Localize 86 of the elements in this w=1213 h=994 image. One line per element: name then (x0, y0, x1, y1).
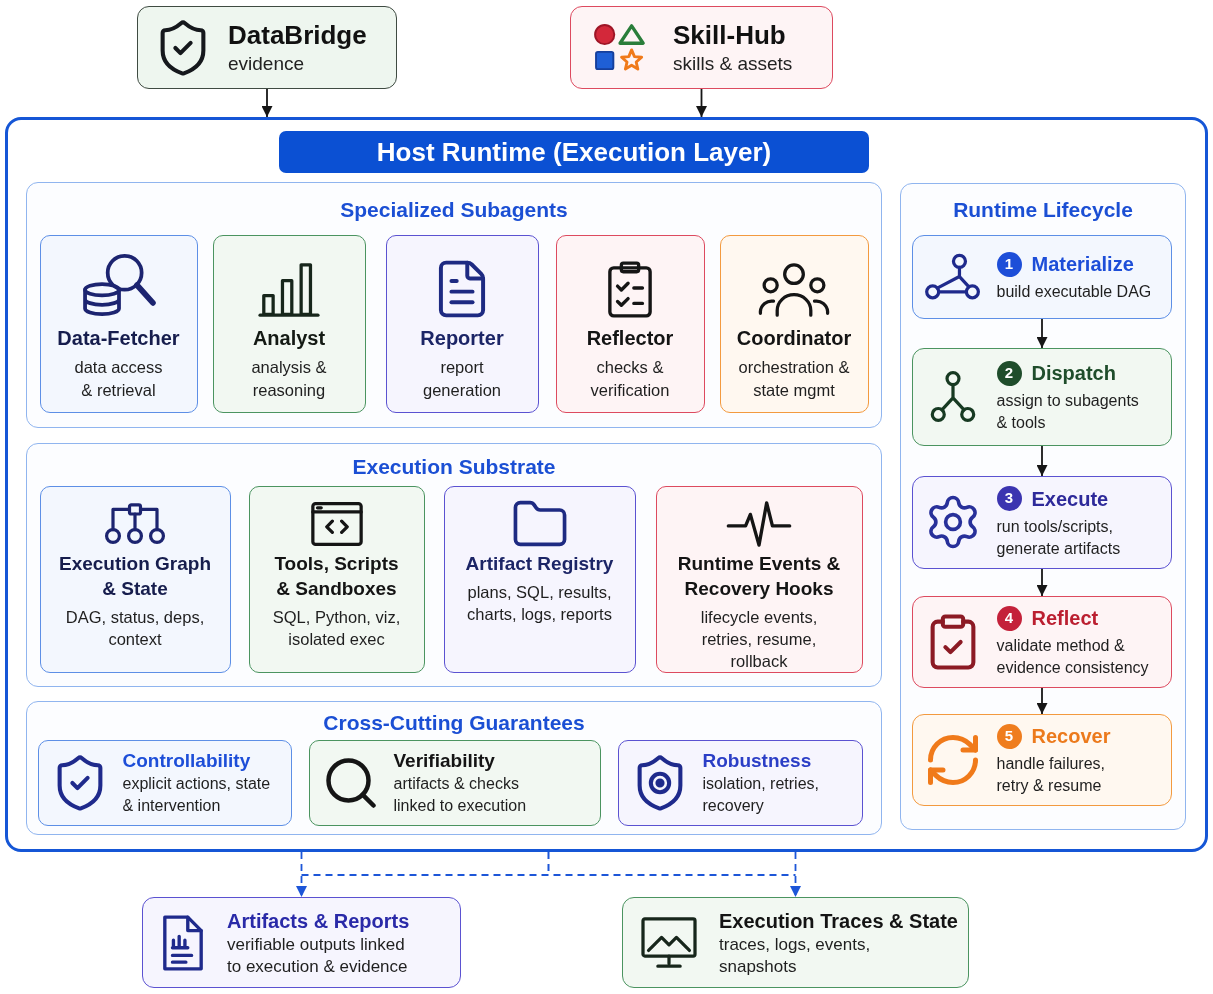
card-description: DAG, status, deps, context (64, 606, 206, 650)
title-bar: Host Runtime (Execution Layer) (279, 131, 869, 173)
card-title: Coordinator (736, 325, 852, 351)
section-panel (26, 443, 882, 687)
step-description: validate method & evidence consistency (996, 636, 1150, 678)
arrow (1036, 687, 1048, 715)
card-description: data access & retrieval (73, 356, 164, 401)
card-description: report generation (422, 356, 502, 401)
step-number-badge: 5 (996, 723, 1022, 749)
step-title: Dispatch (1031, 361, 1116, 386)
subagent-card (719, 234, 869, 413)
output-description: verifiable outputs linked to execution & evidence (227, 933, 409, 978)
card-description: SQL, Python, viz, isolated exec (271, 606, 402, 650)
step-number-badge: 1 (996, 251, 1022, 277)
card-title: Runtime Events & Recovery Hooks (676, 551, 842, 601)
step-description: run tools/scripts, generate artifacts (996, 516, 1122, 559)
guarantee-description: artifacts & checks linked to execution (393, 773, 528, 816)
lifecycle-step (911, 347, 1172, 446)
step-number-badge: 2 (996, 360, 1022, 386)
card-title: Reflector (586, 325, 674, 351)
source-subtitle: skills & assets (673, 51, 793, 76)
arrow (261, 88, 273, 118)
card-title: Tools, Scripts & Sandboxes (273, 551, 400, 601)
subagent-card (385, 234, 539, 413)
guarantee-title: Verifiability (393, 748, 496, 773)
step-description: handle failures, retry & resume (996, 754, 1106, 796)
substrate-card (655, 485, 863, 673)
runtime-frame (5, 117, 1208, 852)
output-box (142, 897, 461, 988)
source-box (137, 6, 397, 89)
guarantee-description: isolation, retries, recovery (702, 773, 820, 816)
lifecycle-step (911, 475, 1172, 569)
section-heading: Cross-Cutting Guarantees (323, 710, 585, 736)
card-description: orchestration & state mgmt (737, 356, 851, 401)
card-description: lifecycle events, retries, resume, rollback (699, 606, 819, 672)
step-description: build executable DAG (996, 282, 1152, 302)
source-title: DataBridge (228, 18, 367, 51)
arrow (1036, 568, 1048, 597)
dashed-arrow (790, 851, 801, 898)
output-box (622, 897, 969, 988)
guarantee-card (308, 739, 601, 826)
source-subtitle: evidence (228, 51, 306, 76)
step-title: Materialize (1031, 252, 1134, 277)
step-number-badge: 4 (996, 605, 1022, 631)
card-title: Execution Graph & State (58, 551, 212, 601)
arrow (1036, 318, 1048, 349)
lifecycle-step (911, 713, 1172, 806)
step-title: Reflect (1031, 606, 1099, 631)
section-panel (26, 182, 882, 428)
guarantee-card (617, 739, 863, 826)
section-heading: Specialized Subagents (340, 197, 568, 223)
card-title: Analyst (252, 325, 326, 351)
output-description: traces, logs, events, snapshots (719, 933, 872, 978)
step-number-badge: 3 (996, 486, 1022, 511)
source-box (570, 6, 833, 89)
step-description: assign to subagents & tools (996, 391, 1140, 433)
card-title: Artifact Registry (465, 551, 614, 576)
subagent-card (212, 234, 366, 413)
card-title: Data-Fetcher (57, 325, 180, 351)
section-heading: Execution Substrate (352, 454, 556, 480)
substrate-card (248, 485, 425, 673)
arrow (696, 88, 707, 118)
step-title: Execute (1031, 486, 1109, 512)
card-description: checks & verification (589, 356, 671, 401)
dashed-arrow (296, 851, 307, 898)
substrate-card (443, 485, 636, 673)
output-title: Execution Traces & State (719, 908, 958, 934)
section-panel (900, 183, 1186, 830)
subagent-card (555, 234, 705, 413)
guarantee-title: Controllability (122, 748, 252, 773)
card-title: Reporter (420, 325, 504, 351)
card-description: plans, SQL, results, charts, logs, reports (466, 581, 613, 625)
card-description: analysis & reasoning (250, 356, 328, 401)
section-heading: Runtime Lifecycle (953, 197, 1133, 223)
arrow (1036, 445, 1048, 477)
section-panel (26, 701, 882, 835)
guarantee-card (37, 739, 292, 826)
source-title: Skill-Hub (673, 18, 787, 51)
step-title: Recover (1031, 724, 1111, 749)
guarantee-title: Robustness (702, 748, 813, 773)
output-title: Artifacts & Reports (227, 908, 411, 934)
substrate-card (39, 485, 231, 673)
lifecycle-step (911, 595, 1172, 688)
guarantee-description: explicit actions, state & intervention (122, 773, 272, 816)
lifecycle-step (911, 234, 1172, 319)
subagent-card (39, 234, 198, 413)
